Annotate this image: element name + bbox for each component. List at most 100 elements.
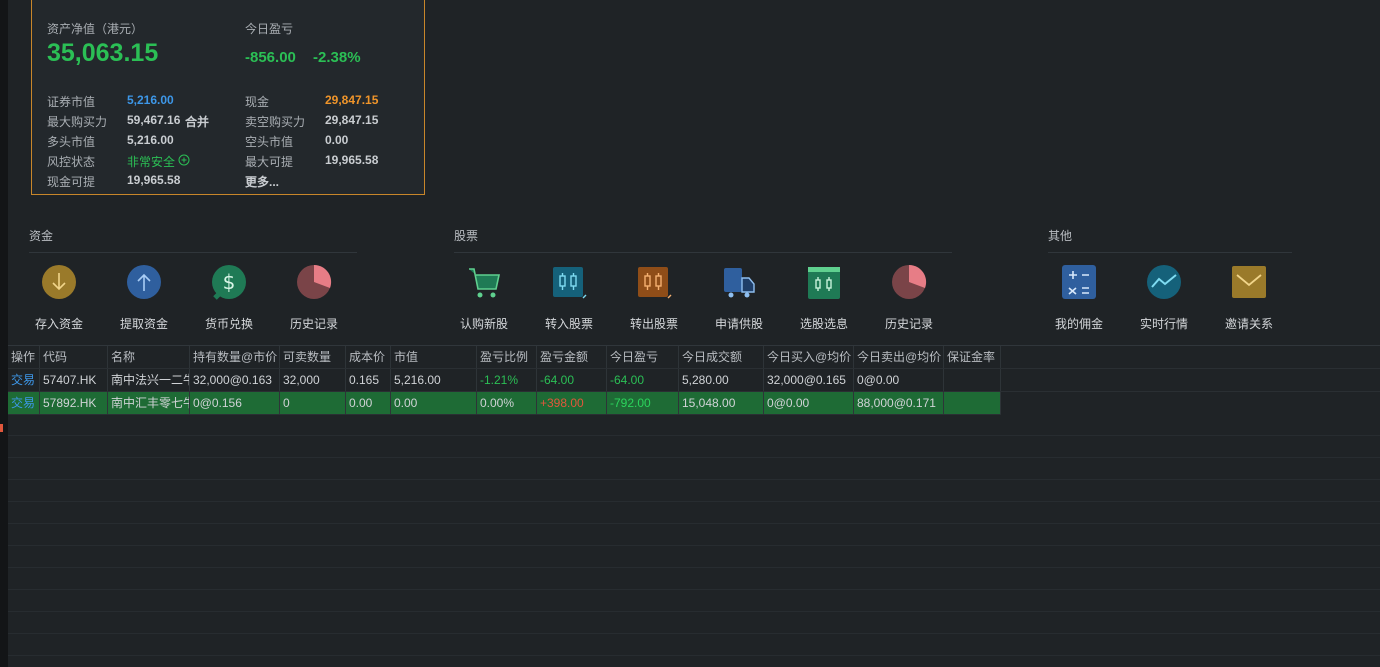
grid-line — [8, 611, 1380, 612]
cell-market-value: 0.00 — [391, 392, 477, 414]
max-buying-power-value: 59,467.16 — [127, 113, 181, 127]
deposit-icon — [42, 265, 76, 299]
cash-withdrawable-label: 现金可提 — [47, 175, 96, 189]
risk-status-value: 非常安全 — [127, 155, 176, 169]
col-cost[interactable]: 成本价 — [346, 346, 391, 368]
grid-line — [8, 655, 1380, 656]
cell-today-turnover: 5,280.00 — [679, 369, 764, 391]
realtime-quotes-button[interactable]: 实时行情 — [1129, 264, 1199, 332]
currency-exchange-button[interactable]: $ 货币兑换 — [194, 264, 264, 332]
cell-holding: 32,000@0.163 — [190, 369, 280, 391]
cell-cost: 0.165 — [346, 369, 391, 391]
cell-margin-ratio — [944, 392, 1001, 414]
net-asset-label: 资产净值（港元） — [47, 22, 144, 36]
pie-chart-icon — [892, 264, 927, 299]
trade-link[interactable]: 交易 — [8, 369, 40, 391]
cell-cost: 0.00 — [346, 392, 391, 414]
stocks-divider — [454, 252, 952, 253]
truck-icon — [724, 268, 755, 298]
table-header-row: 操作 代码 名称 持有数量@市价 可卖数量 成本价 市值 盈亏比例 盈亏金额 今… — [8, 346, 1380, 369]
cell-name: 南中法兴一二牛 — [108, 369, 190, 391]
cell-pl-ratio: 0.00% — [477, 392, 537, 414]
calculator-icon — [1062, 265, 1096, 299]
today-pl-label: 今日盈亏 — [245, 22, 294, 36]
realtime-quotes-label: 实时行情 — [1139, 317, 1188, 331]
more-link[interactable]: 更多... — [245, 175, 280, 189]
cell-pl-amount: -64.00 — [537, 369, 607, 391]
net-asset-value: 35,063.15 — [47, 39, 159, 67]
col-action[interactable]: 操作 — [8, 346, 40, 368]
grid-line — [8, 501, 1380, 502]
grid-line — [8, 545, 1380, 546]
funds-divider — [29, 252, 357, 253]
col-code[interactable]: 代码 — [40, 346, 108, 368]
short-buying-power-value: 29,847.15 — [325, 113, 379, 127]
max-withdrawable-label: 最大可提 — [245, 155, 294, 169]
col-name[interactable]: 名称 — [108, 346, 190, 368]
stocks-history-label: 历史记录 — [884, 317, 933, 331]
today-pl-percent: -2.38% — [313, 49, 361, 66]
cash-withdrawable-value: 19,965.58 — [127, 173, 181, 187]
trade-link[interactable]: 交易 — [8, 392, 40, 414]
col-today-sell[interactable]: 今日卖出@均价 — [854, 346, 944, 368]
cell-today-turnover: 15,048.00 — [679, 392, 764, 414]
deposit-funds-label: 存入资金 — [34, 317, 83, 331]
risk-status-label: 风控状态 — [47, 155, 96, 169]
cell-pl-ratio: -1.21% — [477, 369, 537, 391]
merge-link[interactable]: 合并 — [185, 115, 210, 129]
col-today-pl[interactable]: 今日盈亏 — [607, 346, 679, 368]
long-market-value: 5,216.00 — [127, 133, 174, 147]
funds-history-label: 历史记录 — [289, 317, 338, 331]
invite-relations-button[interactable]: 邀请关系 — [1214, 264, 1284, 332]
col-pl-amount[interactable]: 盈亏金额 — [537, 346, 607, 368]
col-sellable[interactable]: 可卖数量 — [280, 346, 346, 368]
col-today-buy[interactable]: 今日买入@均价 — [764, 346, 854, 368]
cell-code: 57407.HK — [40, 369, 108, 391]
my-commission-button[interactable]: 我的佣金 — [1044, 264, 1114, 332]
currency-exchange-label: 货币兑换 — [204, 317, 253, 331]
plus-circle-icon[interactable] — [178, 154, 190, 166]
cash-value: 29,847.15 — [325, 93, 379, 107]
positions-table: 操作 代码 名称 持有数量@市价 可卖数量 成本价 市值 盈亏比例 盈亏金额 今… — [8, 346, 1380, 415]
edge-marker — [0, 424, 3, 432]
table-row-selected[interactable]: 交易 57892.HK 南中汇丰零七牛 0@0.156 0 0.00 0.00 … — [8, 392, 1001, 415]
account-summary-card: 资产净值（港元） 35,063.15 今日盈亏 -856.00 -2.38% 证… — [31, 0, 425, 195]
ipo-subscribe-button[interactable]: 认购新股 — [449, 264, 519, 332]
cell-code: 57892.HK — [40, 392, 108, 414]
rights-issue-label: 申请供股 — [714, 317, 763, 331]
col-holding[interactable]: 持有数量@市价 — [190, 346, 280, 368]
stock-screener-button[interactable]: 选股选息 — [789, 264, 859, 332]
screener-icon — [808, 267, 840, 299]
withdraw-funds-button[interactable]: 提取资金 — [109, 264, 179, 332]
funds-history-button[interactable]: 历史记录 — [279, 264, 349, 332]
stocks-section-title: 股票 — [454, 229, 479, 243]
grid-line — [8, 589, 1380, 590]
grid-line — [8, 523, 1380, 524]
cell-today-buy: 32,000@0.165 — [764, 369, 854, 391]
grid-line — [8, 479, 1380, 480]
cell-today-buy: 0@0.00 — [764, 392, 854, 414]
col-market-value[interactable]: 市值 — [391, 346, 477, 368]
grid-line — [8, 567, 1380, 568]
cell-today-pl: -792.00 — [607, 392, 679, 414]
stocks-history-button[interactable]: 历史记录 — [874, 264, 944, 332]
table-row[interactable]: 交易 57407.HK 南中法兴一二牛 32,000@0.163 32,000 … — [8, 369, 1380, 392]
transfer-out-stock-button[interactable]: 转出股票 — [619, 264, 689, 332]
securities-value: 5,216.00 — [127, 93, 174, 107]
cell-sellable: 32,000 — [280, 369, 346, 391]
cell-today-pl: -64.00 — [607, 369, 679, 391]
envelope-icon — [1232, 266, 1266, 298]
invite-relations-label: 邀请关系 — [1224, 317, 1273, 331]
transfer-out-stock-label: 转出股票 — [629, 317, 678, 331]
grid-line — [8, 633, 1380, 634]
col-margin-ratio[interactable]: 保证金率 — [944, 346, 1001, 368]
col-today-turnover[interactable]: 今日成交额 — [679, 346, 764, 368]
cell-today-sell: 88,000@0.171 — [854, 392, 944, 414]
candlestick-out-icon — [638, 267, 672, 299]
col-pl-ratio[interactable]: 盈亏比例 — [477, 346, 537, 368]
deposit-funds-button[interactable]: 存入资金 — [24, 264, 94, 332]
grid-line — [8, 435, 1380, 436]
grid-line — [8, 457, 1380, 458]
rights-issue-button[interactable]: 申请供股 — [704, 264, 774, 332]
transfer-in-stock-button[interactable]: 转入股票 — [534, 264, 604, 332]
